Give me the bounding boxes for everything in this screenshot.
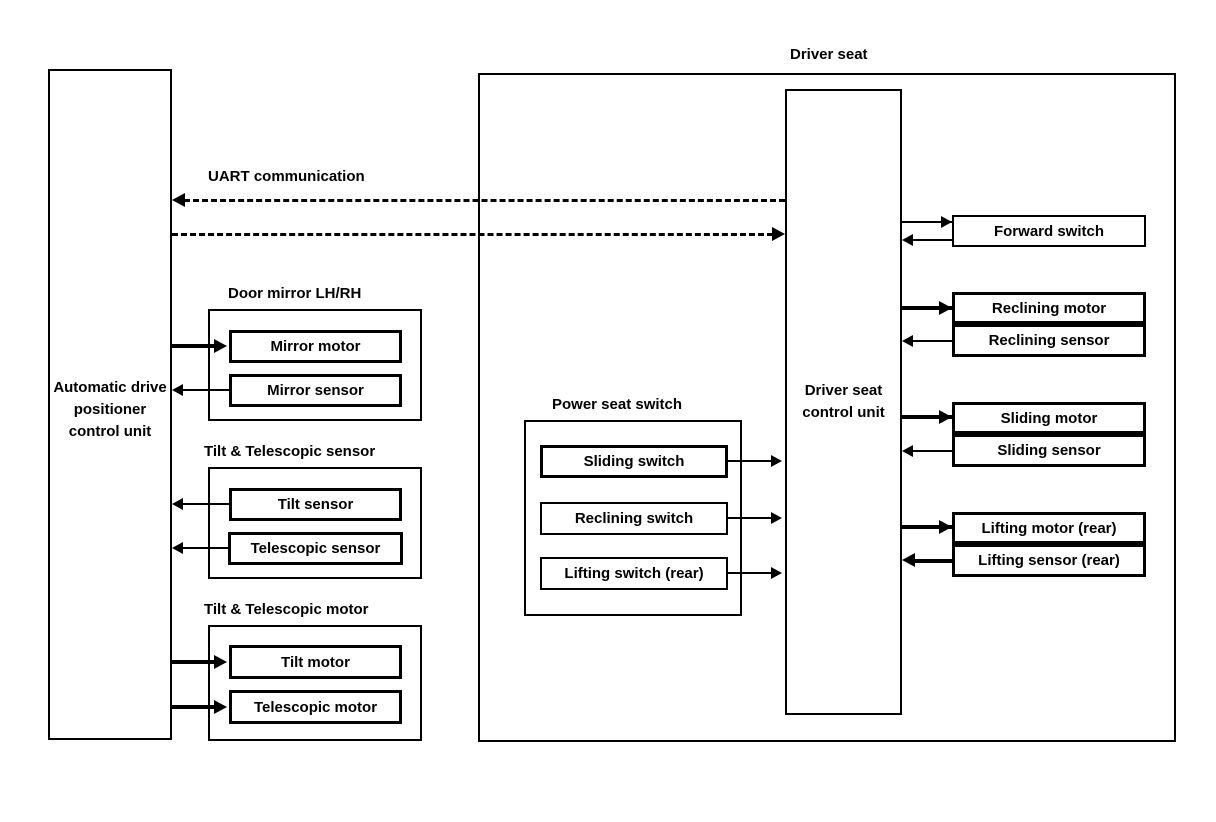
driver-seat-title: Driver seat bbox=[790, 46, 868, 63]
forward-switch-arrow-left-icon bbox=[902, 234, 913, 246]
forward-switch-connector-out bbox=[902, 221, 952, 223]
lifting-sensor-rear-connector bbox=[913, 559, 952, 563]
lifting-switch-rear-connector bbox=[728, 572, 773, 574]
tilt-telescopic-motor-group-caption: Tilt & Telescopic motor bbox=[204, 601, 369, 618]
forward-switch-box: Forward switch bbox=[952, 215, 1146, 247]
tilt-sensor-box: Tilt sensor bbox=[229, 488, 402, 521]
reclining-motor-arrow-icon bbox=[939, 301, 952, 315]
tilt-sensor-arrow-icon bbox=[172, 498, 183, 510]
sliding-motor-arrow-icon bbox=[939, 410, 952, 424]
uart-lower-arrow-right-icon bbox=[772, 227, 785, 241]
tilt-telescopic-sensor-group-caption: Tilt & Telescopic sensor bbox=[204, 443, 376, 460]
sliding-motor-box: Sliding motor bbox=[952, 402, 1146, 434]
sliding-switch-connector bbox=[728, 460, 773, 462]
lifting-switch-rear-arrow-icon bbox=[771, 567, 782, 579]
mirror-motor-arrow-icon bbox=[214, 339, 227, 353]
telescopic-motor-arrow-icon bbox=[214, 700, 227, 714]
reclining-sensor-connector bbox=[913, 340, 952, 342]
automatic-drive-positioner-control-unit-label: Automatic drive positioner control unit bbox=[53, 379, 167, 440]
tilt-sensor-connector bbox=[183, 503, 229, 505]
reclining-sensor-box: Reclining sensor bbox=[952, 324, 1146, 357]
mirror-sensor-arrow-icon bbox=[172, 384, 183, 396]
driver-seat-control-unit-box bbox=[785, 89, 902, 715]
lifting-sensor-rear-box: Lifting sensor (rear) bbox=[952, 544, 1146, 577]
mirror-motor-connector bbox=[172, 344, 218, 348]
tilt-motor-box: Tilt motor bbox=[229, 645, 402, 679]
telescopic-motor-box: Telescopic motor bbox=[229, 690, 402, 724]
driver-seat-control-unit-label: Driver seat control unit bbox=[802, 382, 885, 421]
sliding-motor-connector bbox=[902, 415, 952, 419]
reclining-switch-connector bbox=[728, 517, 773, 519]
lifting-motor-rear-box: Lifting motor (rear) bbox=[952, 512, 1146, 544]
power-seat-switch-group-caption: Power seat switch bbox=[552, 396, 683, 413]
telescopic-sensor-box: Telescopic sensor bbox=[228, 532, 403, 565]
tilt-motor-connector bbox=[172, 660, 218, 664]
tilt-motor-arrow-icon bbox=[214, 655, 227, 669]
mirror-sensor-box: Mirror sensor bbox=[229, 374, 402, 407]
mirror-sensor-connector bbox=[183, 389, 229, 391]
reclining-motor-box: Reclining motor bbox=[952, 292, 1146, 324]
sliding-sensor-connector bbox=[913, 450, 952, 452]
telescopic-motor-connector bbox=[172, 705, 218, 709]
reclining-sensor-arrow-icon bbox=[902, 335, 913, 347]
forward-switch-arrow-right-icon bbox=[941, 216, 952, 228]
sliding-switch-arrow-icon bbox=[771, 455, 782, 467]
lifting-motor-rear-connector bbox=[902, 525, 952, 529]
automatic-drive-positioner-control-unit-box bbox=[48, 69, 172, 740]
reclining-switch-arrow-icon bbox=[771, 512, 782, 524]
telescopic-sensor-arrow-icon bbox=[172, 542, 183, 554]
uart-upper-arrow-left-icon bbox=[172, 193, 185, 207]
reclining-switch-box: Reclining switch bbox=[540, 502, 728, 535]
sliding-sensor-box: Sliding sensor bbox=[952, 434, 1146, 467]
sliding-switch-box: Sliding switch bbox=[540, 445, 728, 478]
lifting-sensor-rear-arrow-icon bbox=[902, 553, 915, 567]
uart-line-upper bbox=[184, 199, 785, 202]
mirror-motor-box: Mirror motor bbox=[229, 330, 402, 363]
uart-line-lower bbox=[172, 233, 773, 236]
lifting-motor-rear-arrow-icon bbox=[939, 520, 952, 534]
telescopic-sensor-connector bbox=[183, 547, 229, 549]
forward-switch-connector-in bbox=[913, 239, 952, 241]
lifting-switch-rear-box: Lifting switch (rear) bbox=[540, 557, 728, 590]
reclining-motor-connector bbox=[902, 306, 952, 310]
sliding-sensor-arrow-icon bbox=[902, 445, 913, 457]
door-mirror-group-caption: Door mirror LH/RH bbox=[228, 285, 362, 302]
uart-communication-label: UART communication bbox=[208, 168, 365, 185]
